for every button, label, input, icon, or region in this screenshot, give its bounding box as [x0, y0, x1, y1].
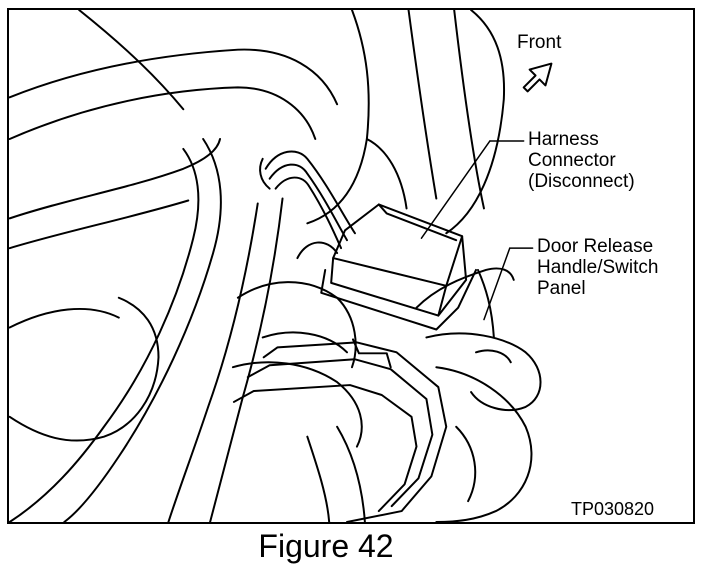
figure-code-label: TP030820 — [571, 499, 655, 519]
harness-connector — [320, 203, 478, 331]
wire-harness — [259, 150, 356, 250]
leader-lines — [420, 140, 534, 321]
door-panel-illustration — [9, 10, 553, 522]
hand-and-bezel — [231, 241, 542, 522]
figure-caption: Figure 42 — [258, 528, 394, 564]
arrow-up-right-icon — [522, 62, 553, 93]
harness-connector-label: Harness Connector (Disconnect) — [528, 129, 635, 192]
front-label: Front — [517, 32, 562, 53]
door-panel-contours — [9, 10, 506, 522]
illustration-frame: Front Harness Connector (Disconnect) Doo… — [7, 8, 695, 524]
door-release-panel-label: Door Release Handle/Switch Panel — [537, 236, 659, 299]
